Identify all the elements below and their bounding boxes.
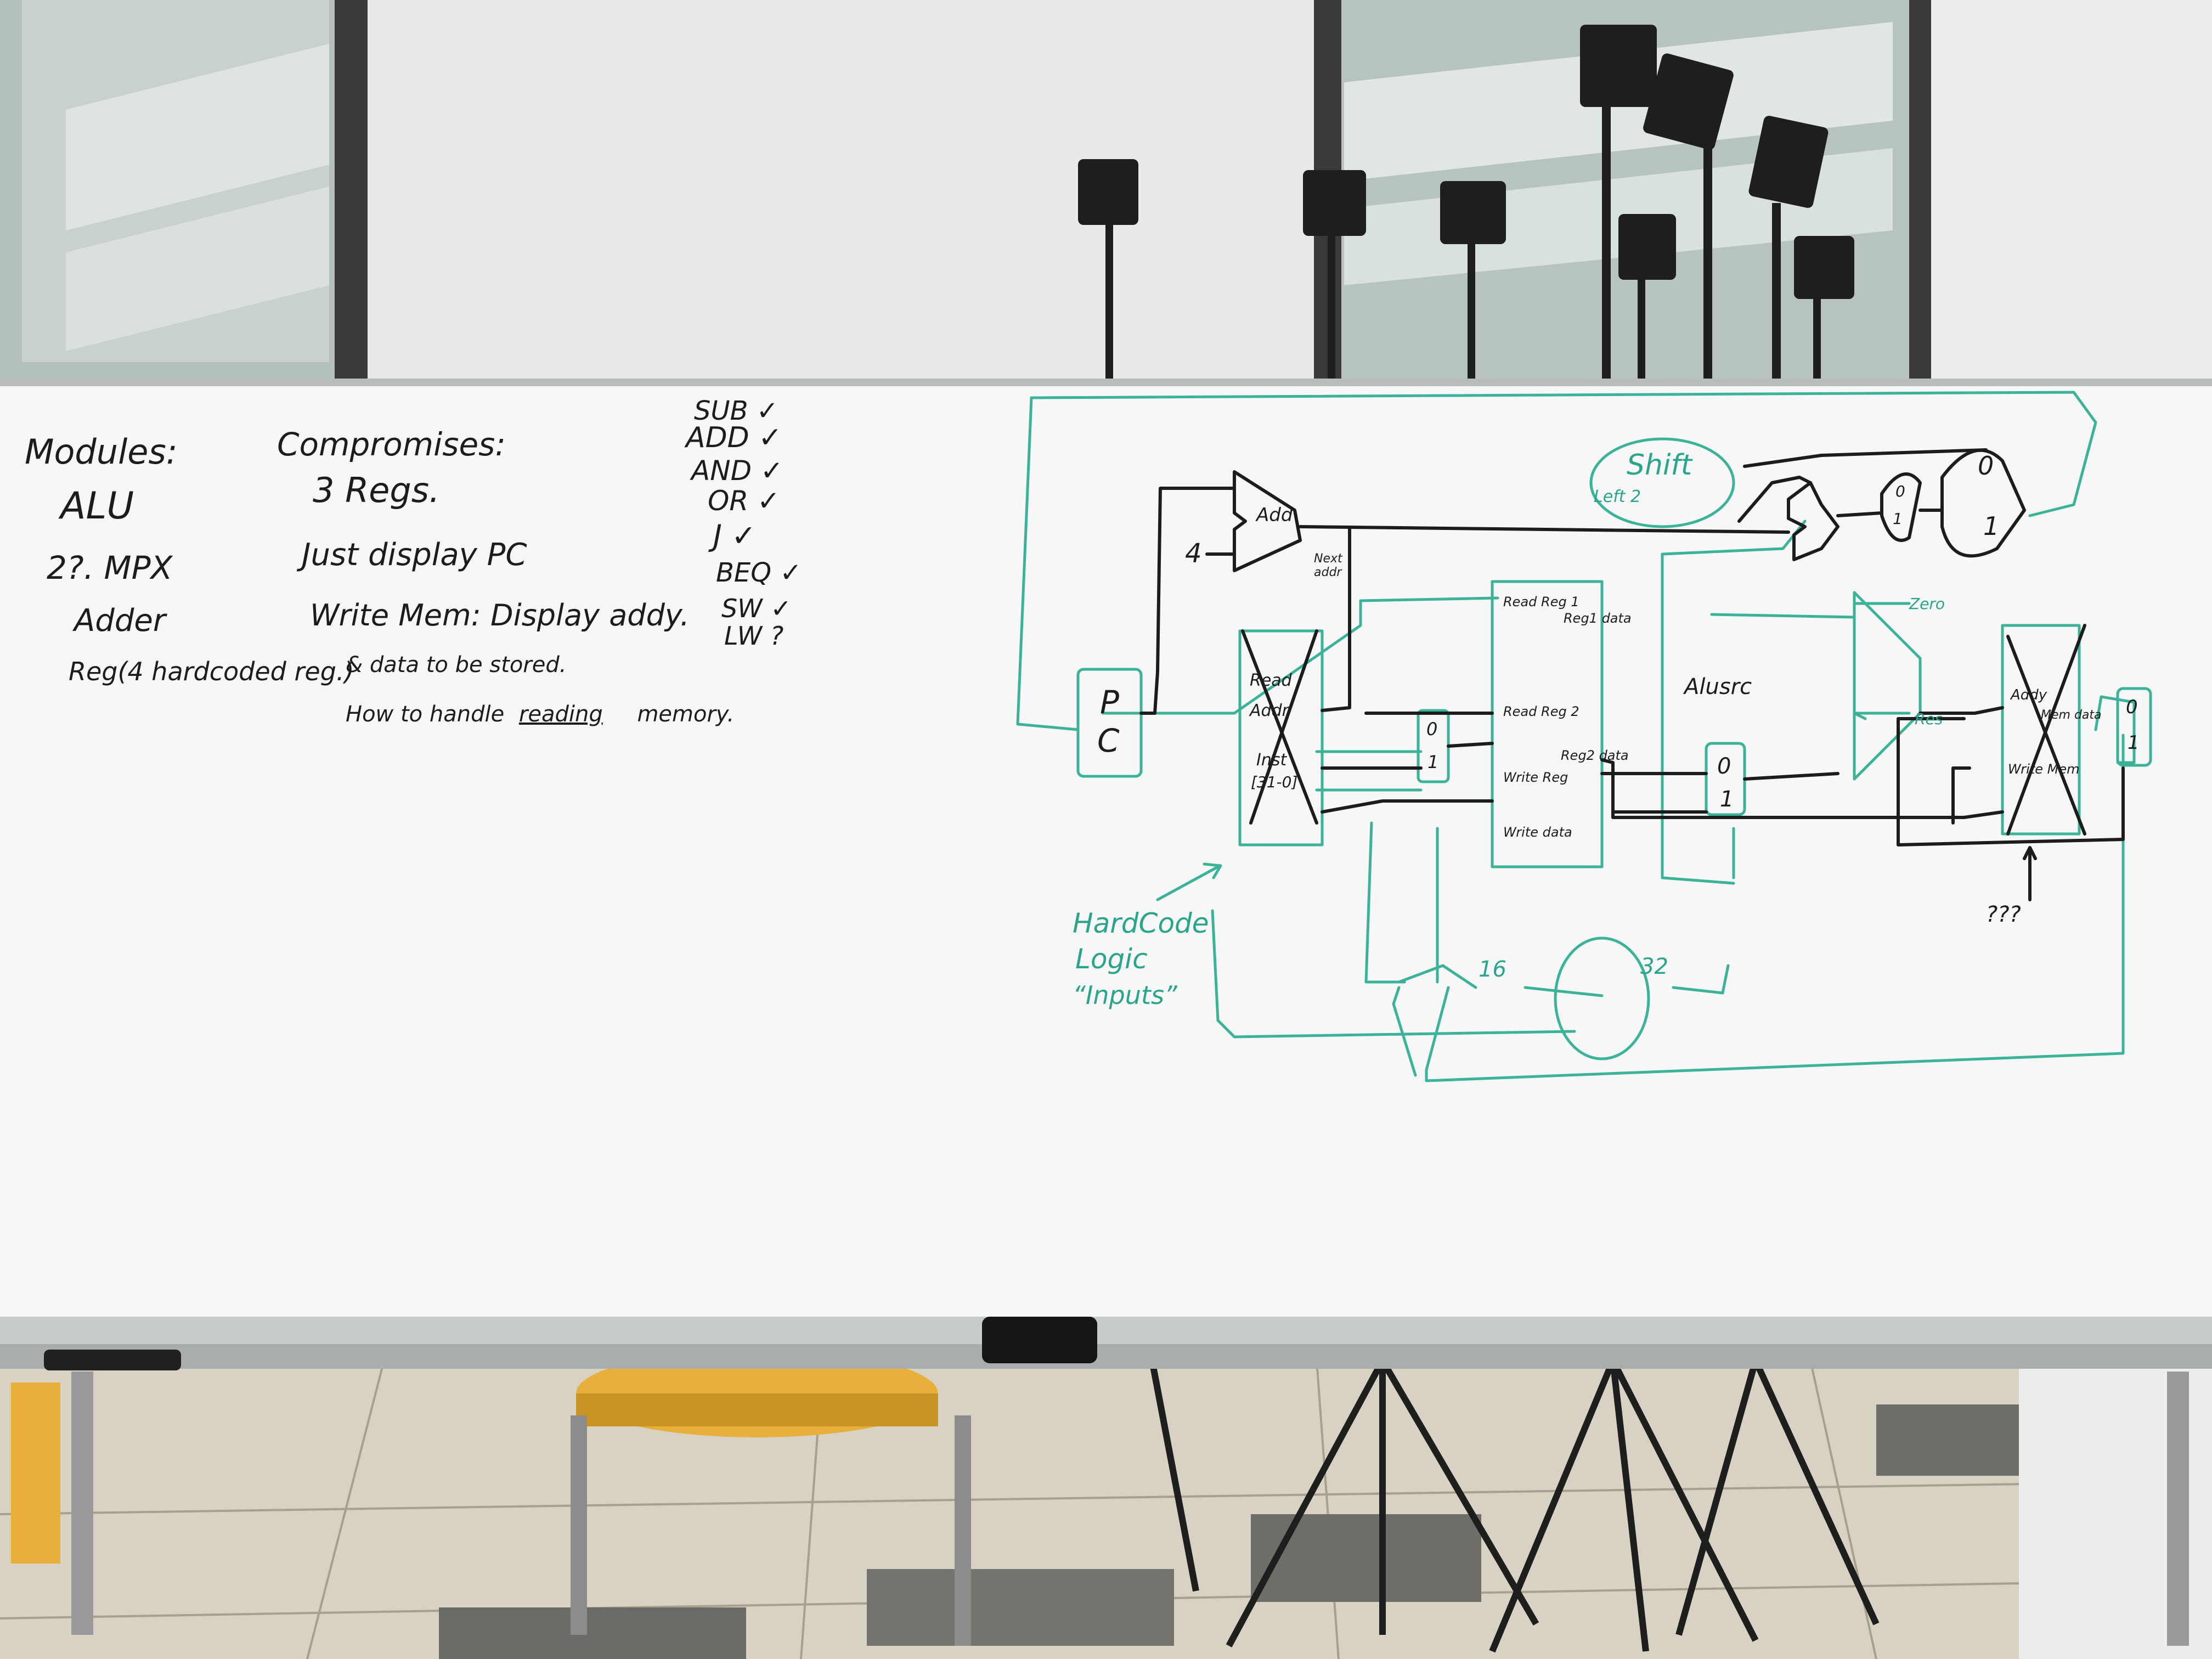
hardcode-label-2: Logic [1075,943,1148,975]
hardcode-label-3: “Inputs” [1073,980,1178,1010]
instr-beq: BEQ ✓ [716,557,802,588]
instr-add: ADD ✓ [684,421,782,454]
mux-alusrc-1: 1 [1720,787,1734,812]
inst-mem-addr: Addr [1249,701,1290,720]
mux-branch-1: 1 [1893,510,1903,528]
compromises-item-write-mem: Write Mem: Display addy. [310,598,690,633]
modules-item-reg: Reg(4 hardcoded reg.) [69,657,354,686]
inst-mem-bits: [31-0] [1251,773,1297,791]
mux-regdst-1: 1 [1427,752,1438,772]
mux-memtoreg [2116,687,2152,767]
res-label: Res [1915,710,1943,728]
inst-mem-read: Read [1250,671,1293,690]
datapath-diagram: P C 4 Add Next addr Shift Left 2 Read Ad… [1016,391,2152,1082]
pc-adder-shape [1233,470,1302,572]
regfile-reg2-data: Reg2 data [1561,748,1629,763]
compromises-title: Compromises: [277,426,506,463]
mux-jump-0: 0 [1978,451,1994,481]
next-addr-label-2: addr [1314,566,1342,579]
modules-section: Modules: ALU 2?. MPX Adder Reg(4 hardcod… [25,432,354,686]
instruction-checklist: SUB ✓ ADD ✓ AND ✓ OR ✓ J ✓ BEQ ✓ SW ✓ LW… [684,396,802,651]
instr-lw: LW ? [724,621,783,651]
shift-left-ellipse [1589,437,1735,528]
mux-memtoreg-0: 0 [2126,696,2138,718]
regfile-read-reg2: Read Reg 2 [1503,704,1579,719]
sign-extend-ellipse [1554,936,1650,1060]
inst-mem-inst: Inst [1256,751,1287,770]
regfile-reg1-data: Reg1 data [1564,611,1632,626]
camera-rig [1078,25,1880,1653]
mux-regdst-0: 0 [1426,719,1437,740]
compromises-section: Compromises: 3 Regs. Just display PC Wri… [277,426,734,727]
regfile-read-reg1: Read Reg 1 [1503,594,1579,610]
instr-j: J ✓ [708,518,756,553]
modules-title: Modules: [25,432,178,472]
whiteboard-frame [0,379,2212,1646]
modules-item-adder: Adder [72,603,167,639]
adder-label: Add [1255,504,1293,526]
compromises-question: How to handle reading memory. [346,702,734,727]
question-underlined: reading [519,702,603,727]
instr-and: AND ✓ [690,455,783,487]
hardcode-label-1: HardCode [1073,907,1209,939]
instruction-memory-box [1238,629,1324,847]
mux-branch [1880,472,1922,542]
mux-branch-0: 0 [1895,482,1905,500]
sign-extend-out-label: 32 [1640,954,1668,979]
question-prefix: How to handle [346,702,504,727]
regfile-write-reg: Write Reg [1503,770,1568,785]
compromises-item-display-pc: Just display PC [296,537,527,573]
modules-item-alu: ALU [58,484,134,528]
pc-label-c: C [1097,722,1120,759]
data-mem-data: Mem data [2041,708,2102,722]
instr-sub: SUB ✓ [694,396,778,426]
alusrc-label: Alusrc [1683,674,1752,699]
zero-label: Zero [1909,595,1945,613]
compromises-item-data: & data to be stored. [346,652,566,678]
instr-or: OR ✓ [708,485,780,517]
data-mem-addy: Addy [2010,687,2047,703]
register-file-box [1491,580,1604,868]
sign-extend-in-label: 16 [1479,957,1506,982]
data-mem-write: Write Mem [2008,761,2080,777]
mux-jump [1940,448,2026,558]
unknown-label: ??? [1986,902,2021,927]
branch-adder-shape [1787,481,1839,561]
compromises-item-regs: 3 Regs. [313,470,440,510]
mux-memtoreg-1: 1 [2128,732,2140,754]
data-memory-box [2001,624,2081,836]
next-addr-label-1: Next [1314,552,1343,566]
regfile-write-data: Write data [1503,825,1572,840]
shift-label-2: Left 2 [1594,487,1641,506]
pc-label-p: P [1100,684,1119,721]
mux-alusrc-0: 0 [1717,754,1731,779]
instr-sw: SW ✓ [721,594,792,623]
question-suffix: memory. [637,702,734,727]
modules-item-mpx: 2?. MPX [47,549,173,586]
mux-jump-1: 1 [1983,511,1999,541]
shift-label-1: Shift [1627,449,1693,482]
const-four-label: 4 [1185,538,1202,569]
pc-box [1076,668,1143,778]
